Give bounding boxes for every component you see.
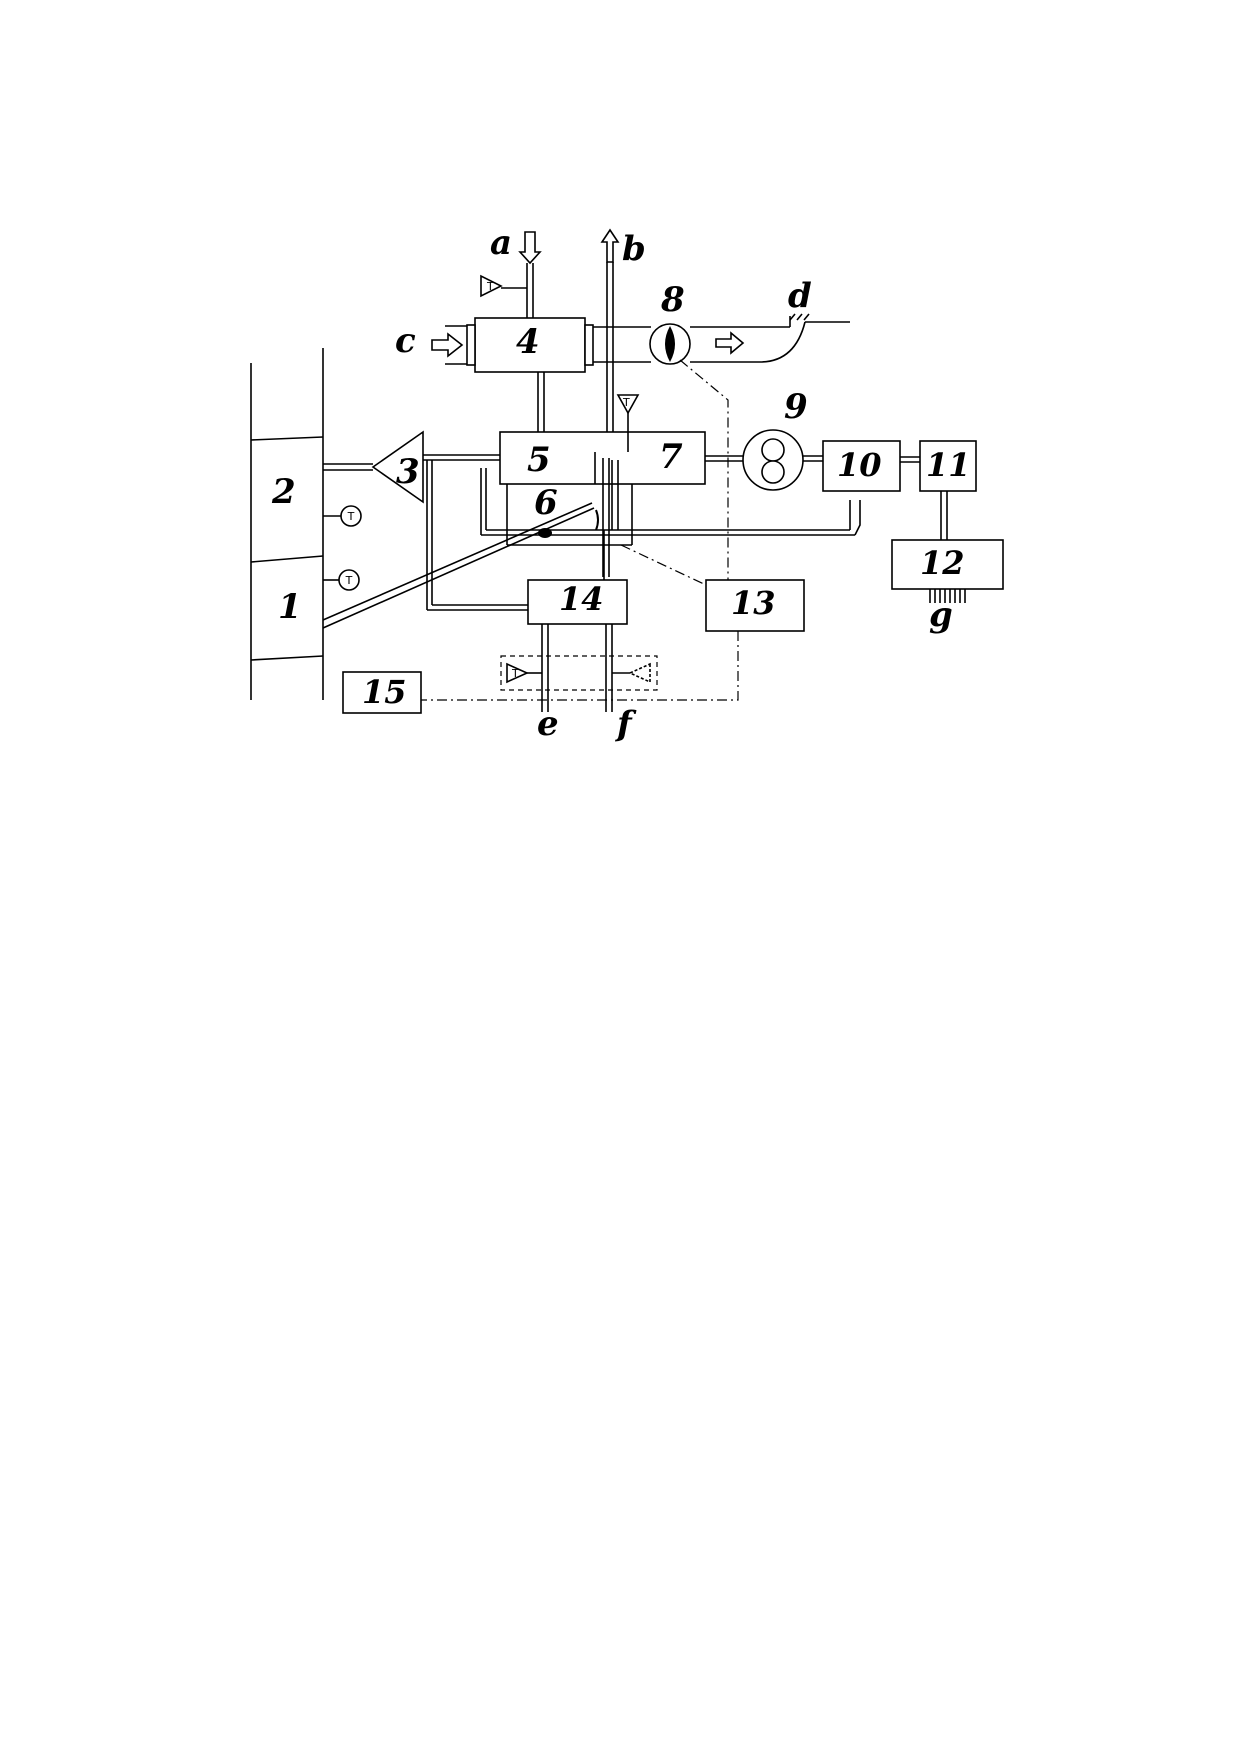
stream-label-a: a (490, 223, 512, 263)
label-15: 15 (362, 673, 407, 711)
svg-text:T: T (486, 280, 494, 293)
outputs-g (929, 589, 966, 603)
temp-transmitter-7: T (616, 394, 640, 452)
unit-10 (822, 440, 901, 492)
stream-label-e: e (537, 704, 559, 744)
unit-6-region (506, 458, 633, 577)
stream-label-g: g (929, 595, 953, 635)
label-3: 3 (396, 452, 420, 492)
vent-d (789, 313, 810, 321)
unit-9-pump (742, 429, 804, 491)
duct-to-d (593, 316, 850, 363)
unit-14 (527, 579, 628, 625)
label-5: 5 (527, 440, 551, 480)
label-9: 9 (784, 387, 808, 427)
label-4: 4 (516, 322, 540, 362)
label-7: 7 (659, 437, 683, 477)
label-12: 12 (920, 544, 965, 582)
temp-transmitter-a: T (480, 274, 527, 298)
svg-text:T: T (511, 667, 519, 680)
unit-11 (919, 440, 977, 492)
instrument-box (500, 655, 658, 691)
temp-transmitter-f (612, 662, 651, 684)
column-temp-sensor-lower: T (323, 569, 360, 591)
arrow-b-outlet (600, 228, 620, 263)
label-8: 8 (660, 280, 685, 320)
svg-text:T: T (347, 510, 355, 523)
temp-transmitter-e: T (506, 662, 542, 684)
arrow-a-inlet (518, 231, 542, 265)
svg-text:T: T (622, 396, 630, 409)
label-6: 6 (534, 483, 558, 523)
unit-8-fan (649, 323, 691, 365)
label-2: 2 (271, 472, 296, 512)
unit-12 (891, 539, 1004, 590)
stream-label-f: f (615, 704, 637, 744)
label-1: 1 (278, 587, 302, 627)
column (250, 348, 324, 700)
unit-15 (342, 671, 422, 714)
label-14: 14 (559, 580, 604, 618)
label-13: 13 (731, 584, 776, 622)
unit-3-compressor (371, 430, 424, 504)
label-10: 10 (837, 446, 882, 484)
stream-label-b: b (622, 229, 646, 269)
label-11: 11 (926, 446, 971, 484)
stream-label-c: c (395, 321, 416, 361)
svg-text:T: T (345, 574, 353, 587)
stream-label-d: d (788, 276, 812, 316)
unit-13 (705, 579, 805, 632)
arrow-c-inlet (431, 332, 464, 358)
unit-4-heat-exchanger (466, 317, 594, 373)
column-temp-sensor-upper: T (323, 505, 362, 527)
